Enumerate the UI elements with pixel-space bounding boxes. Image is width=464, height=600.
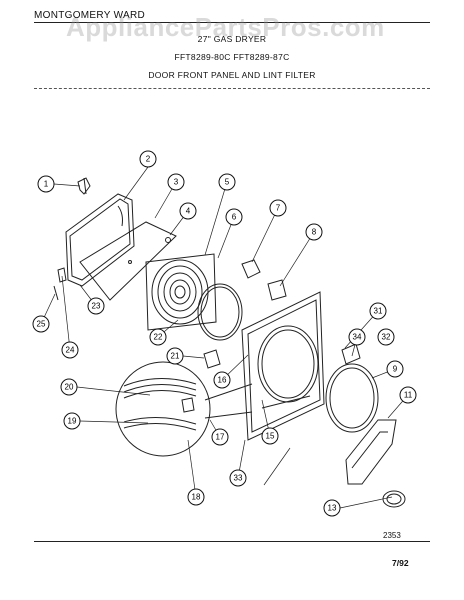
duct-adapter <box>382 490 406 508</box>
callout-1: 1 <box>37 175 55 193</box>
svg-text:4: 4 <box>186 207 191 216</box>
callout-5: 5 <box>218 173 236 191</box>
hinge-bracket <box>57 267 67 283</box>
svg-text:19: 19 <box>68 417 77 426</box>
latch-strike <box>241 259 261 279</box>
svg-text:9: 9 <box>393 365 398 374</box>
callout-9: 9 <box>386 360 404 378</box>
callout-24: 24 <box>61 341 79 359</box>
svg-text:6: 6 <box>232 213 237 222</box>
callout-21: 21 <box>166 347 184 365</box>
callout-11: 11 <box>399 386 417 404</box>
door-switch <box>267 279 287 301</box>
callout-7: 7 <box>269 199 287 217</box>
drum-seal <box>325 363 379 433</box>
detail-magnifier <box>115 361 253 457</box>
callout-32: 32 <box>377 328 395 346</box>
svg-text:7: 7 <box>276 204 281 213</box>
callout-16: 16 <box>213 371 231 389</box>
svg-text:25: 25 <box>37 320 46 329</box>
svg-text:24: 24 <box>66 346 75 355</box>
door-screw <box>165 237 171 243</box>
callout-22: 22 <box>149 328 167 346</box>
door-catch <box>203 349 221 369</box>
svg-text:3: 3 <box>174 178 179 187</box>
svg-text:21: 21 <box>171 352 180 361</box>
callout-17: 17 <box>211 428 229 446</box>
header-divider <box>34 88 430 89</box>
callout-33: 33 <box>229 469 247 487</box>
svg-text:5: 5 <box>225 178 230 187</box>
callout-20: 20 <box>60 378 78 396</box>
callout-23: 23 <box>87 297 105 315</box>
callout-19: 19 <box>63 412 81 430</box>
svg-text:23: 23 <box>92 302 101 311</box>
diagram-code: 2353 <box>383 531 401 540</box>
title-line-3: DOOR FRONT PANEL AND LINT FILTER <box>148 70 316 80</box>
door-outer-panel <box>65 193 135 287</box>
callout-3: 3 <box>167 173 185 191</box>
callout-34: 34 <box>348 328 366 346</box>
svg-text:13: 13 <box>328 504 337 513</box>
header-rule <box>34 22 430 23</box>
front-panel <box>241 291 325 441</box>
svg-text:16: 16 <box>218 376 227 385</box>
svg-text:2: 2 <box>146 155 151 164</box>
hinge-screw <box>53 285 59 301</box>
svg-text:1: 1 <box>44 180 49 189</box>
door-gasket-ring <box>197 283 243 341</box>
callout-8: 8 <box>305 223 323 241</box>
svg-text:17: 17 <box>216 433 225 442</box>
lint-duct <box>345 419 397 485</box>
callout-4: 4 <box>179 202 197 220</box>
catch-bracket <box>341 343 361 365</box>
callout-2: 2 <box>139 150 157 168</box>
svg-text:11: 11 <box>404 391 413 400</box>
door-inner-panel <box>79 221 177 301</box>
callout-15: 15 <box>261 427 279 445</box>
title-line-2: FFT8289-80C FFT8289-87C <box>174 52 290 62</box>
callout-18: 18 <box>187 488 205 506</box>
svg-text:20: 20 <box>65 383 74 392</box>
svg-text:18: 18 <box>192 493 201 502</box>
callout-6: 6 <box>225 208 243 226</box>
svg-text:8: 8 <box>312 228 317 237</box>
callout-13: 13 <box>323 499 341 517</box>
svg-text:22: 22 <box>154 333 163 342</box>
callout-31: 31 <box>369 302 387 320</box>
title-line-1: 27" GAS DRYER <box>197 34 267 44</box>
svg-text:31: 31 <box>374 307 383 316</box>
footer-rule <box>34 541 430 542</box>
svg-text:33: 33 <box>234 474 243 483</box>
revision-date: 7/92 <box>392 558 409 568</box>
hinge-pin <box>77 177 91 195</box>
brand-label: MONTGOMERY WARD <box>34 10 145 21</box>
lint-filter-screen <box>145 253 217 331</box>
svg-text:34: 34 <box>353 333 362 342</box>
svg-text:15: 15 <box>266 432 275 441</box>
svg-text:32: 32 <box>382 333 391 342</box>
callout-25: 25 <box>32 315 50 333</box>
watermark: AppliancePartsPros.com <box>66 12 385 42</box>
